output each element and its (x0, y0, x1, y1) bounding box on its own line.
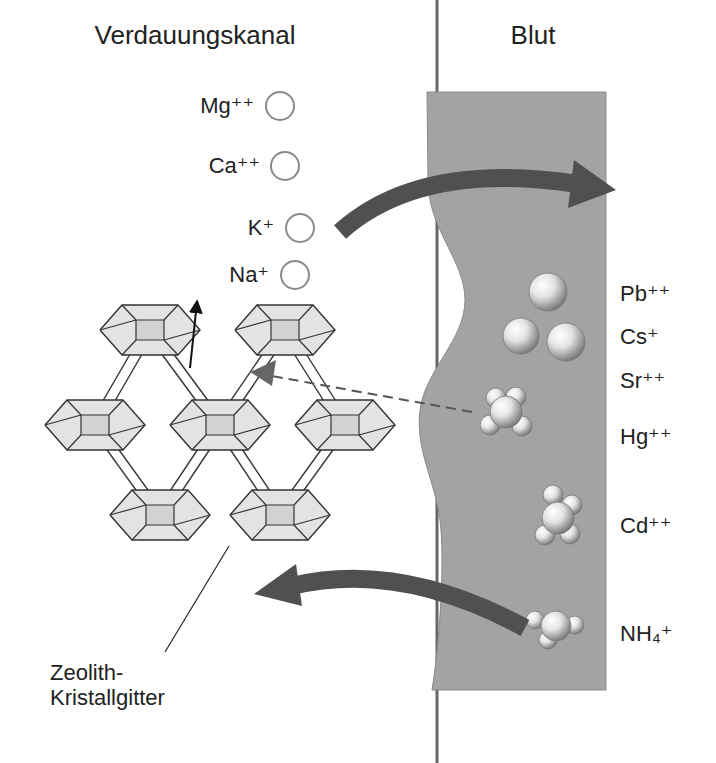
cage-edge (192, 435, 206, 450)
hg-molecule (480, 387, 532, 436)
arrow-head (250, 360, 276, 386)
cage-edge (294, 515, 330, 525)
k-circle (286, 214, 314, 242)
cage-edge (299, 330, 335, 340)
ion-label: Sr⁺⁺ (620, 368, 665, 393)
cage-ring (136, 320, 164, 340)
binding-arrow (292, 579, 525, 628)
ion-label: Mg⁺⁺ (200, 93, 254, 118)
cage-edge (132, 490, 146, 505)
leader-line (165, 546, 229, 652)
cage-edge (170, 415, 206, 425)
cage-edge (67, 435, 81, 450)
mg-circle (266, 92, 294, 120)
cage-edge (359, 425, 395, 435)
cage-outline (100, 305, 200, 355)
cage-edge (359, 400, 373, 415)
flow-arrows (165, 160, 616, 652)
cage-outline (230, 490, 330, 540)
ca-circle (271, 152, 299, 180)
cage-outline (295, 400, 395, 450)
cage-edge (234, 425, 270, 435)
cage-edge (109, 425, 145, 435)
cage-edge (317, 400, 331, 415)
sr-ball (547, 323, 585, 361)
cage-edge (252, 525, 266, 540)
cage-edge (295, 415, 331, 425)
sodalite-cage (230, 490, 330, 540)
cage-edge (257, 305, 271, 320)
cage-edge (174, 525, 188, 540)
ion-label: NH₄⁺ (620, 621, 672, 646)
sodalite-cage (100, 305, 200, 355)
cage-edge (122, 305, 136, 320)
cd-molecule (535, 485, 582, 545)
cage-edge (234, 400, 248, 415)
cage-edge (174, 515, 210, 525)
cage-ring (271, 320, 299, 340)
cage-ring (331, 415, 359, 435)
blood-ions (480, 273, 585, 649)
ion-label: Pb⁺⁺ (620, 281, 670, 306)
cage-edge (100, 320, 136, 330)
part-label: Zeolith- Kristallgitter (50, 660, 165, 711)
sodalite-cage (45, 400, 145, 450)
zeolite-lattice (45, 305, 395, 540)
sodalite-cage (110, 490, 210, 540)
cage-edge (294, 525, 308, 540)
cage-edge (110, 505, 146, 515)
cage-edge (299, 305, 313, 320)
arrow-head (568, 160, 616, 208)
cage-edge (164, 305, 178, 320)
cage-edge (230, 505, 266, 515)
cage-edge (252, 490, 266, 505)
cage-edge (359, 435, 373, 450)
cage-outline (110, 490, 210, 540)
sodalite-cage (295, 400, 395, 450)
cage-edge (234, 435, 248, 450)
cage-edge (164, 340, 178, 355)
cage-edge (45, 415, 81, 425)
absorption-arrow (340, 178, 578, 232)
cage-edge (174, 490, 188, 505)
na-circle (281, 261, 309, 289)
cage-edge (235, 320, 271, 330)
cage-outline (45, 400, 145, 450)
sodalite-cage (235, 305, 335, 355)
cage-outline (170, 400, 270, 450)
ion-label: Ca⁺⁺ (209, 153, 260, 178)
cage-edge (109, 435, 123, 450)
cage-ring (266, 505, 294, 525)
cage-edge (299, 340, 313, 355)
cage-ring (146, 505, 174, 525)
cage-outline (235, 305, 335, 355)
cage-ring (206, 415, 234, 435)
cage-edge (67, 400, 81, 415)
ion-label: Hg⁺⁺ (620, 424, 671, 449)
arrow-head (254, 564, 302, 606)
cage-edge (122, 340, 136, 355)
ion-circles (266, 92, 314, 289)
region-heading: Blut (511, 21, 556, 51)
nh4-molecule (526, 611, 584, 649)
region-heading: Verdauungskanal (95, 21, 296, 51)
cage-edge (192, 400, 206, 415)
cage-edge (132, 525, 146, 540)
sodalite-cage (170, 400, 270, 450)
cs-ball (503, 318, 539, 354)
cage-edge (109, 400, 123, 415)
cage-ring (81, 415, 109, 435)
ion-label: Cd⁺⁺ (620, 513, 671, 538)
ion-label: K⁺ (248, 215, 274, 240)
cage-edge (294, 490, 308, 505)
exchange-dashed-line (272, 376, 472, 412)
pb-ball (529, 273, 567, 311)
ion-label: Na⁺ (229, 262, 269, 287)
cage-edge (317, 435, 331, 450)
cage-edge (257, 340, 271, 355)
ion-label: Cs⁺ (620, 324, 659, 349)
sodium-release-arrow (190, 302, 197, 368)
